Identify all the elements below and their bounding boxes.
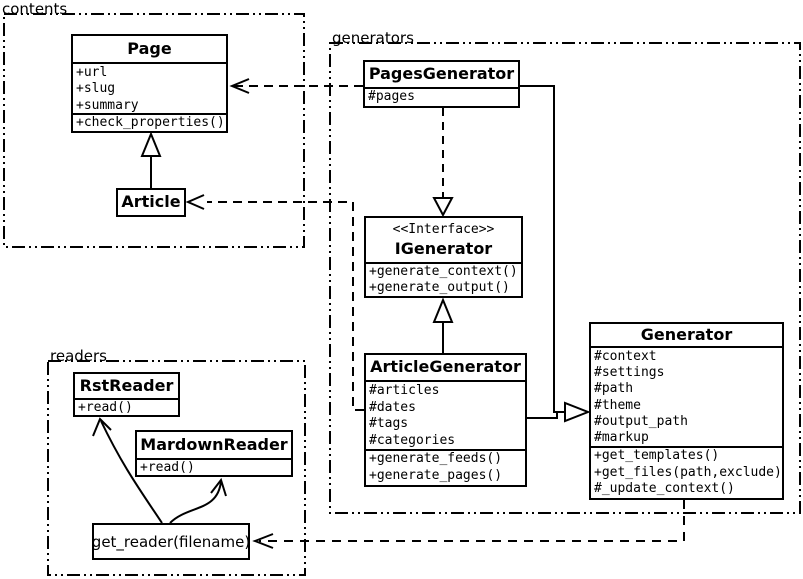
class-rstreader: RstReader +read() [73,372,180,417]
method: +get_files(path,exclude) [594,464,782,480]
attribute: #settings [594,365,665,381]
realization-pagesgenerator-igenerator-triangle [432,197,454,218]
attribute: #markup [594,430,649,446]
class-igenerator-header: <<Interface>> IGenerator [366,218,521,262]
attribute: #pages [368,89,415,104]
class-articlegenerator-attributes: #articles #dates #tags #categories [366,380,525,449]
dependency-pagesgenerator-page-arrowhead [229,78,250,94]
package-readers-border [47,360,306,576]
generalization-articlegenerator-igenerator-triangle [432,297,454,323]
generalization-article-page-triangle [140,131,162,157]
class-articlegenerator-name: ArticleGenerator [370,357,521,376]
arrow-getreader-rstreader-arrowhead [92,417,112,437]
generalization-generator-triangle [564,401,591,423]
class-generator-methods: +get_templates() +get_files(path,exclude… [591,446,782,498]
method: +read() [78,400,133,415]
method: +get_templates() [594,448,720,463]
dependency-articlegenerator-article-arrowhead [185,194,205,210]
method: +generate_output() [369,280,510,295]
generalization-articlegenerator-generator-line [527,412,558,419]
class-pagesgenerator-name: PagesGenerator [368,64,515,83]
class-article: Article [116,188,186,217]
attribute: +url [76,65,108,80]
generalization-pagesgenerator-generator-line [519,85,565,413]
attribute: #categories [369,432,456,448]
package-contents-border [3,13,305,248]
package-contents-label: contents [2,0,68,18]
class-pagesgenerator: PagesGenerator #pages [363,60,520,108]
arrow-getreader-mardownreader-arrowhead [210,477,227,497]
class-rstreader-name: RstReader [79,376,174,395]
method: +generate_pages() [369,467,503,483]
class-igenerator-name: IGenerator [394,239,493,258]
attribute: #path [594,381,634,397]
class-pagesgenerator-attributes: #pages [365,87,518,106]
method: +generate_feeds() [369,451,503,466]
attribute: +summary [76,97,139,113]
class-mardownreader: MardownReader +read() [135,430,293,477]
arrow-getreader-rstreader-line [100,420,163,524]
attribute: #tags [369,416,409,431]
class-page-methods: +check_properties() [73,113,226,131]
class-igenerator: <<Interface>> IGenerator +generate_conte… [364,216,523,298]
class-article-name: Article [121,192,181,211]
package-readers-label: readers [50,347,107,365]
class-generator-name: Generator [640,325,733,344]
class-articlegenerator: ArticleGenerator #articles #dates #tags … [364,353,527,487]
class-rstreader-methods: +read() [75,398,178,415]
method: +generate_context() [369,264,518,279]
class-page-attributes: +url +slug +summary [73,62,226,113]
attribute: #context [594,349,657,364]
method: #_update_context() [594,481,735,496]
attribute: #articles [369,383,440,398]
class-igenerator-methods: +generate_context() +generate_output() [366,262,521,296]
get-reader-function-box: get_reader(filename) [92,523,250,560]
method: +check_properties() [76,115,225,130]
class-generator-attributes: #context #settings #path #theme #output_… [591,346,782,446]
dependency-generator-getreader-arrowhead [252,533,274,549]
arrow-getreader-mardownreader-line [169,480,222,524]
class-mardownreader-methods: +read() [137,458,291,475]
dependency-articlegenerator-article-line [207,201,364,411]
package-generators-border [329,42,801,514]
attribute: #dates [369,399,416,415]
attribute: #output_path [594,413,688,429]
class-page: Page +url +slug +summary +check_properti… [71,34,228,133]
package-generators-label: generators [332,29,414,47]
class-mardownreader-name: MardownReader [140,435,288,454]
class-articlegenerator-methods: +generate_feeds() +generate_pages() [366,449,525,485]
class-generator: Generator #context #settings #path #them… [589,322,784,500]
method: +read() [140,460,195,475]
attribute: +slug [76,81,116,97]
dependency-generator-getreader-line [259,500,685,542]
attribute: #theme [594,397,641,413]
class-page-name: Page [127,39,172,58]
class-igenerator-stereotype: <<Interface>> [392,222,495,237]
